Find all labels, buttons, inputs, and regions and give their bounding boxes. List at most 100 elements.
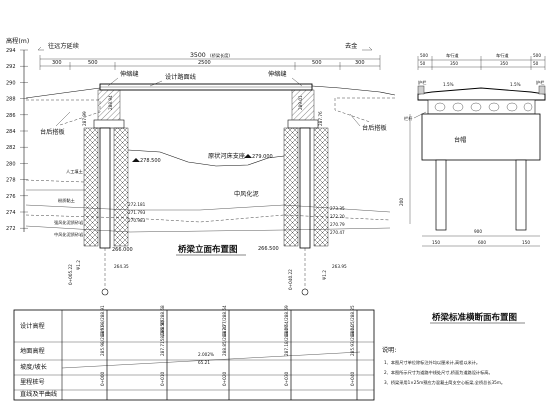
xs-pile-spacing-3: 150 [522,240,530,245]
table-cell: 285.93/288.24 [350,325,355,356]
left-pile-id: 0+005.22 [68,264,73,285]
right-approach-road [311,85,396,96]
right-direction-arrow [362,46,373,51]
right-abutment-label: 台后搭板 [362,124,387,132]
table-cell: 287.7158/288.86 [160,320,165,356]
table-cell: 285.98/288.91 [100,325,105,356]
table-cell: 287.18/288.29 [284,325,289,356]
notes-header: 说明: [382,346,396,354]
left-direction-label: 往远方延续 [48,42,79,50]
right-abutment [291,89,315,123]
right-level-1: 273.35 [330,206,345,211]
left-offset: Ψ1.2 [76,260,81,270]
table-row-label: 设计高程 [20,322,45,330]
xs-slope-right: 1.5% [510,82,521,87]
left-abutment-label: 台后搭板 [40,128,65,136]
left-level-1: 272.181 [128,202,146,207]
river-bed-line [127,149,285,167]
dim-top-5: 300 [355,60,365,66]
table-cell: 288.85/288.30 [222,325,227,356]
river-bed-label: 原状河床支座 [208,152,245,160]
note-3: 3、桥梁采用1×25m预应力混凝土简支空心板梁,全桥总长35m。 [384,379,505,386]
right-level-3: 270.79 [330,222,345,227]
xs-subdim-2: 350 [450,61,458,66]
xs-pile-spacing-2: 600 [478,240,486,245]
left-soil-column-b [113,127,129,247]
left-direction-arrow [37,46,44,51]
left-side-cap-level: 288.94 [108,95,113,110]
right-pile-tip-level: 266.500 [258,246,279,252]
right-pile [299,127,311,249]
elevation-axis-header: 高程(m) [6,37,29,45]
left-pile-tip-level: 266.000 [112,247,133,253]
xs-dim-3: 车行道 [496,52,509,59]
xs-subdim-3: 350 [500,61,508,66]
xs-width-total: 900 [474,229,482,234]
xs-right-railing [538,85,546,95]
table-row-label: 直线及平曲线 [20,390,57,398]
xs-cap-label: 台帽 [454,136,466,144]
elevation-tick-label: 272 [6,226,16,232]
table-cell: 0+000 [100,371,105,386]
total-length-note: (桥梁长度) [210,52,230,59]
xs-dim-ticks [417,56,546,70]
xs-dim-1: 500 [420,53,428,58]
xs-left-railing [417,85,425,95]
total-length-label: 3500 [190,52,206,59]
top-dimension-ticks [39,55,381,70]
elevation-view: 3500 (桥梁长度) 300 500 2500 500 300 往远方延续 去… [25,42,396,296]
elevation-axis: 高程(m) 2942922902882862842822802782762742… [6,37,29,232]
left-note-4: 中风化泥质砂岩 [54,231,83,238]
left-note-3: 强风化泥质砂岩 [54,219,83,226]
dim-top-1: 300 [52,60,62,66]
elevation-tick-label: 288 [6,97,16,103]
right-side-cap-level: 289.01 [298,95,303,110]
dim-top-2: 500 [88,60,98,66]
xs-deck-slab [417,87,546,101]
xs-right-pile [515,159,527,231]
table-cell: 0+020 [222,371,227,386]
left-joint-leader [107,77,119,87]
right-base-level: 263.95 [332,264,347,269]
table-cell: 286.35/288.25 [350,305,355,336]
elevation-tick-label: 274 [6,210,16,216]
xs-dim-2: 车行道 [446,52,459,59]
elevation-tick-label: 294 [6,48,16,54]
left-water-marker [132,158,140,162]
elevation-tick-label: 286 [6,113,16,119]
right-direction-label: 去金 [345,42,358,50]
elevation-tick-label: 292 [6,64,16,70]
table-row-label: 坡度/坡长 [20,363,47,371]
left-cap-level: 287.99 [82,111,87,126]
clay-layer-label: 中风化泥 [234,190,259,198]
right-embankment-slope [334,97,395,123]
table-row-label: 里程桩号 [20,378,45,386]
left-soil-column-a [83,127,99,247]
right-pile-marker [301,288,309,296]
left-approach-road [25,87,101,99]
xs-railing-label: 栏杆 [404,115,413,122]
elevation-tick-label: 276 [6,194,16,200]
geology-line-5 [25,179,85,183]
elevation-tick-label: 280 [6,161,16,167]
note-1: 1、本图尺寸单位除标注外均以厘米计,高程以米计。 [384,359,480,366]
xs-railing-leader [413,111,427,119]
right-soil-column-a [283,127,299,247]
right-water-level: 279.000 [252,154,273,160]
xs-hollow-slabs [427,99,536,115]
right-pile-cap [287,119,319,129]
table-cell: 285.98/288.91 [100,305,105,336]
dim-top-4: 500 [312,60,322,66]
right-joint-label: 伸缩缝 [268,70,287,78]
note-2: 2、本图所示尺寸为道路中线处尺寸,桥面为道路设计标高。 [384,369,493,376]
elevation-tick-label: 290 [6,80,16,86]
table-cell: 287.77/288.54 [222,305,227,336]
left-base-level: 264.35 [114,264,129,269]
right-water-marker [244,154,252,158]
right-joint-leader [291,77,303,87]
left-joint-label: 伸缩缝 [120,70,139,78]
geology-line-1 [25,204,391,213]
